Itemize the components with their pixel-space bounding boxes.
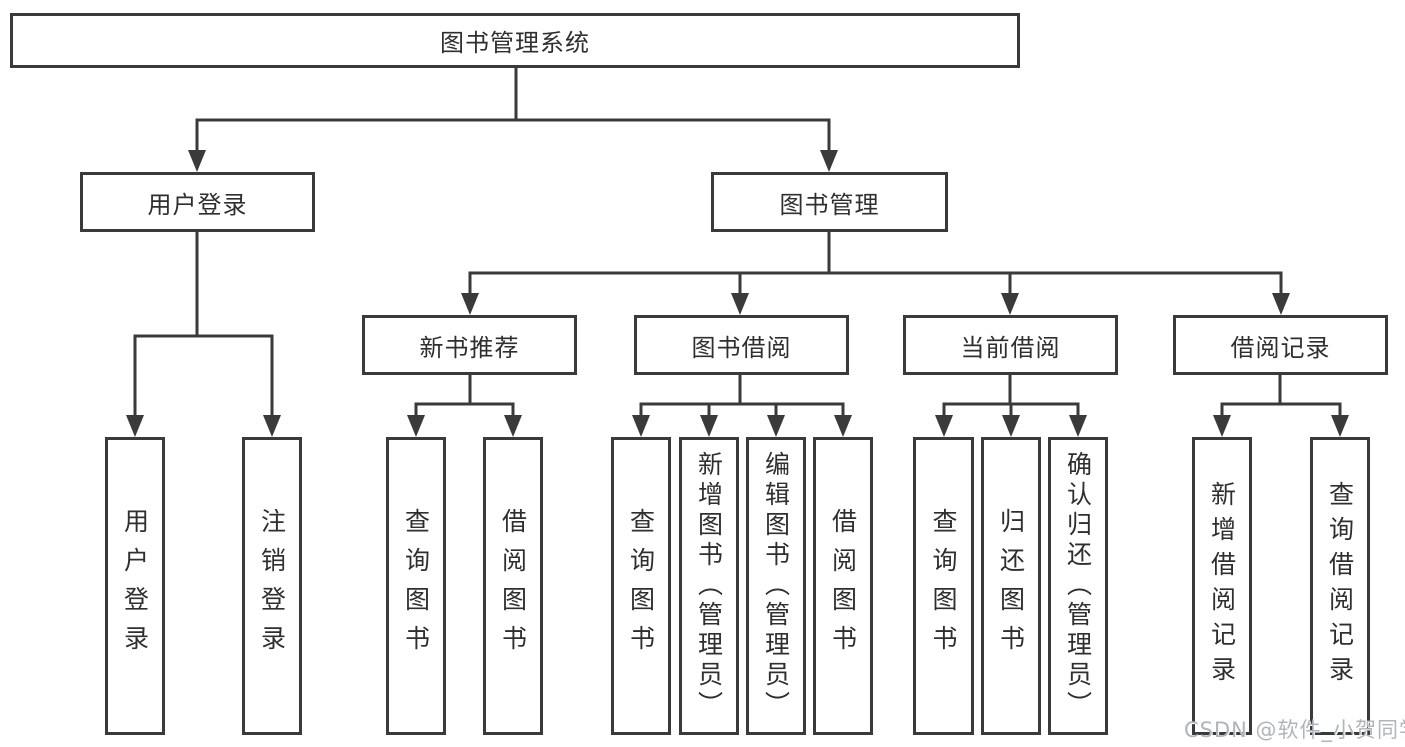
node-label: 新增借阅记录 <box>1207 481 1237 691</box>
node-leaf-recommend-query-book: 查询图书 <box>386 437 446 735</box>
connector-book-management-to-level3 <box>461 228 1290 315</box>
connector-line <box>468 228 1283 295</box>
node-label: 查询图书 <box>401 508 431 664</box>
csdn-watermark: CSDN @软件_小贺同学 <box>1184 718 1405 742</box>
connector-user-login-to-leaves <box>126 228 281 437</box>
connector-line <box>195 60 831 152</box>
node-label: 归还图书 <box>996 508 1026 664</box>
node-label: 新增图书（管理员） <box>694 451 724 721</box>
node-label: 查询借阅记录 <box>1325 481 1355 691</box>
node-leaf-logout: 注销登录 <box>242 437 302 735</box>
node-label: 当前借阅 <box>960 333 1061 362</box>
node-leaf-edit-book-admin: 编辑图书（管理员） <box>746 437 806 735</box>
arrowhead-down-icon <box>1213 415 1349 437</box>
node-label: 编辑图书（管理员） <box>761 451 791 721</box>
connector-line <box>639 370 845 417</box>
arrowhead-down-icon <box>188 150 838 172</box>
connector-current-borrow-to-leaves <box>935 370 1087 437</box>
arrowhead-down-icon <box>407 415 522 437</box>
node-current-borrow: 当前借阅 <box>903 315 1118 375</box>
node-leaf-add-book-admin: 新增图书（管理员） <box>679 437 739 735</box>
node-library-management-system: 图书管理系统 <box>10 13 1020 68</box>
arrowhead-down-icon <box>632 415 852 437</box>
arrowhead-down-icon <box>935 415 1087 437</box>
arrowhead-down-icon <box>126 415 281 437</box>
node-leaf-borrow-book: 借阅图书 <box>813 437 873 735</box>
node-user-login-module: 用户登录 <box>80 172 315 232</box>
node-label: 借阅图书 <box>828 508 858 664</box>
node-label: 用户登录 <box>120 508 150 664</box>
node-leaf-confirm-return-admin: 确认归还（管理员） <box>1048 437 1108 735</box>
node-leaf-add-borrow-record: 新增借阅记录 <box>1192 437 1252 735</box>
node-leaf-return-book: 归还图书 <box>981 437 1041 735</box>
connector-line <box>1220 370 1342 417</box>
node-label: 新书推荐 <box>419 333 520 362</box>
node-label: 图书借阅 <box>691 333 792 362</box>
connector-line <box>414 370 515 417</box>
connector-line <box>942 370 1080 417</box>
node-label: 确认归还（管理员） <box>1063 451 1093 721</box>
node-label: 借阅图书 <box>498 508 528 664</box>
node-label: 用户登录 <box>147 190 248 219</box>
node-leaf-query-borrow-record: 查询借阅记录 <box>1310 437 1370 735</box>
node-leaf-user-login: 用户登录 <box>105 437 165 735</box>
connector-new-book-recommend-to-leaves <box>407 370 522 437</box>
node-label: 查询图书 <box>929 508 958 664</box>
node-label: 图书管理系统 <box>440 29 590 57</box>
node-label: 借阅记录 <box>1230 333 1331 362</box>
node-book-management-module: 图书管理 <box>711 172 948 232</box>
connector-root-to-level2 <box>188 60 838 172</box>
node-leaf-borrow-query-book: 查询图书 <box>611 437 671 735</box>
connector-book-borrow-to-leaves <box>632 370 852 437</box>
node-label: 注销登录 <box>257 508 287 664</box>
node-new-book-recommend: 新书推荐 <box>362 315 577 375</box>
node-leaf-recommend-borrow-book: 借阅图书 <box>483 437 543 735</box>
node-leaf-current-query-book: 查询图书 <box>913 437 974 735</box>
node-label: 查询图书 <box>626 508 656 664</box>
node-book-borrow: 图书借阅 <box>634 315 849 375</box>
connector-line <box>133 228 274 417</box>
node-label: 图书管理 <box>779 190 880 219</box>
arrowhead-down-icon <box>461 293 1290 315</box>
connector-borrow-record-to-leaves <box>1213 370 1349 437</box>
node-borrow-record: 借阅记录 <box>1173 315 1388 375</box>
